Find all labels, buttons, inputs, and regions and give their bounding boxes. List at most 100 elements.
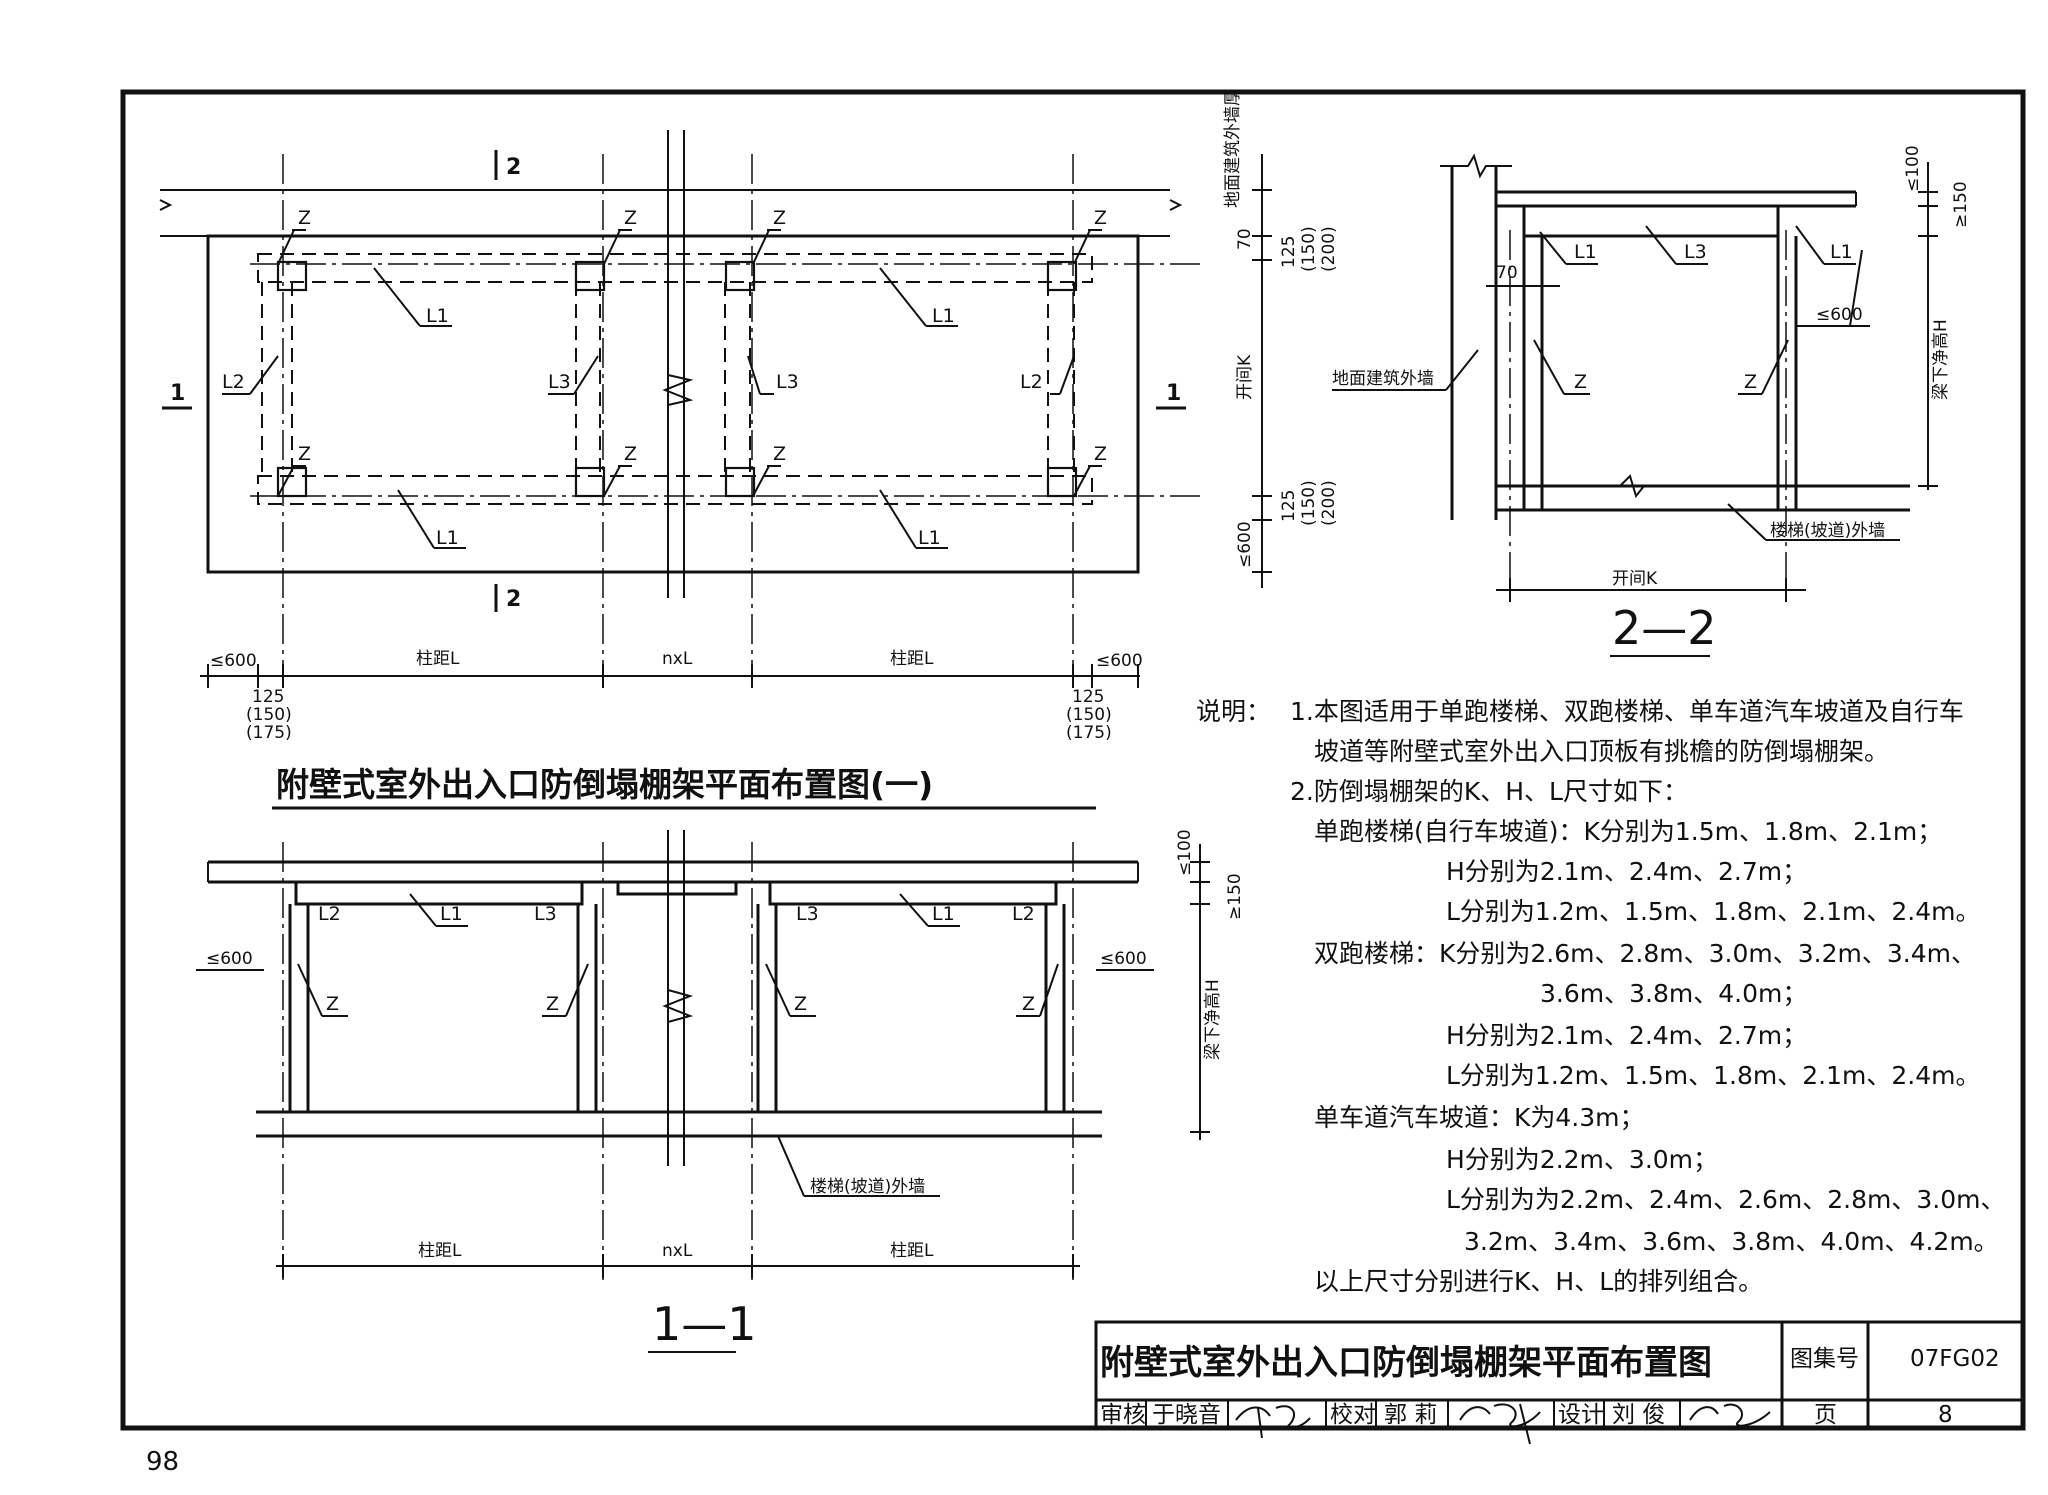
- label-z: Z: [624, 443, 637, 465]
- plan-title: 附壁式室外出入口防倒塌棚架平面布置图(一): [276, 765, 933, 804]
- label-z: Z: [1744, 371, 1757, 393]
- label-z: Z: [1094, 443, 1107, 465]
- dim-150: ≥150: [1225, 873, 1245, 920]
- label-z: Z: [546, 993, 559, 1015]
- dim-150: (150): [1066, 705, 1112, 725]
- label-z: Z: [794, 993, 807, 1015]
- atlas-number: 07FG02: [1910, 1346, 2000, 1372]
- note-line: H分别为2.1m、2.4m、2.7m；: [1446, 857, 1807, 886]
- section-1-1: L2 L1 L3 L3 L1 L2 Z Z Z Z ≤600 ≤600 楼梯(坡…: [196, 829, 1245, 1353]
- title-block: 附壁式室外出入口防倒塌棚架平面布置图 图集号 07FG02 审核 于晓音 校对 …: [1094, 1320, 2025, 1445]
- label-z: Z: [1022, 993, 1035, 1015]
- label-l1: L1: [436, 527, 459, 549]
- label-l3: L3: [534, 903, 557, 925]
- ground-wall-note: 地面建筑外墙: [1332, 369, 1434, 389]
- dim-70: 70: [1496, 263, 1518, 283]
- label-l2: L2: [1012, 903, 1035, 925]
- page-no: 8: [1938, 1402, 1953, 1428]
- plan-z-labels: Z Z Z Z Z Z Z Z: [277, 207, 1107, 497]
- note-line: L分别为1.2m、1.5m、1.8m、2.1m、2.4m。: [1446, 1061, 1981, 1090]
- label-l3: L3: [548, 371, 571, 393]
- sheet-frame: [120, 89, 2026, 1431]
- dim-125: 125: [252, 687, 284, 707]
- label-z: Z: [1574, 371, 1587, 393]
- label-l2: L2: [222, 371, 245, 393]
- review-name: 于晓音: [1152, 1402, 1221, 1428]
- dim-nxl: nxL: [662, 649, 693, 669]
- design-name: 刘 俊: [1612, 1402, 1665, 1428]
- canopy-outline: [206, 234, 1140, 574]
- column-z: [574, 260, 606, 292]
- notes-block: 说明： 1.本图适用于单跑楼梯、双跑楼梯、单车道汽车坡道及自行车 坡道等附壁式室…: [1196, 697, 2006, 1296]
- dim-100: ≤100: [1903, 145, 1923, 192]
- note-line: 坡道等附壁式室外出入口顶板有挑檐的防倒塌棚架。: [1314, 737, 1889, 766]
- dim-125: 125: [1072, 687, 1104, 707]
- label-l1: L1: [932, 903, 955, 925]
- dim-125: 125: [1279, 236, 1299, 268]
- label-z: Z: [298, 207, 311, 229]
- dim-600-right: ≤600: [1100, 949, 1147, 969]
- dim-kaijian-k: 开间K: [1612, 569, 1658, 589]
- review-label: 审核: [1100, 1402, 1146, 1428]
- column-z: [276, 260, 308, 292]
- label-z: Z: [298, 443, 311, 465]
- notes-heading: 说明：: [1196, 697, 1271, 726]
- label-z: Z: [326, 993, 339, 1015]
- dim-600-right: ≤600: [1096, 651, 1143, 671]
- design-label: 设计: [1558, 1402, 1604, 1428]
- note-line: 2.防倒塌棚架的K、H、L尺寸如下：: [1290, 777, 1688, 806]
- dim-200: (200): [1319, 480, 1339, 526]
- label-l3: L3: [776, 371, 799, 393]
- column-z: [574, 466, 606, 498]
- column-z: [1046, 466, 1078, 498]
- label-z: Z: [624, 207, 637, 229]
- label-l1: L1: [426, 305, 449, 327]
- section-1-1-title: 1—1: [652, 1297, 757, 1351]
- dim-175: (175): [246, 723, 292, 743]
- dim-kaijian-k: 开间K: [1235, 354, 1255, 400]
- cut-2-bottom: 2: [506, 587, 521, 612]
- dim-600-left: ≤600: [210, 651, 257, 671]
- label-l1: L1: [1830, 241, 1853, 263]
- column-z: [724, 260, 756, 292]
- dim-nxl: nxL: [662, 1241, 693, 1261]
- note-line: 双跑楼梯：K分别为2.6m、2.8m、3.0m、3.2m、3.4m、: [1314, 939, 1976, 968]
- dim-150: (150): [1299, 480, 1319, 526]
- dim-600: ≤600: [1816, 305, 1863, 325]
- note-line: 以上尺寸分别进行K、H、L的排列组合。: [1314, 1267, 1763, 1296]
- dim-zhuju-l: 柱距L: [890, 1241, 934, 1261]
- label-l2: L2: [1020, 371, 1043, 393]
- title-block-title: 附壁式室外出入口防倒塌棚架平面布置图: [1100, 1343, 1712, 1383]
- label-l1: L1: [918, 527, 941, 549]
- label-l3: L3: [796, 903, 819, 925]
- note-line: 单跑楼梯(自行车坡道)：K分别为1.5m、1.8m、2.1m；: [1314, 817, 1942, 846]
- dim-175: (175): [1066, 723, 1112, 743]
- dim-zhuju-l: 柱距L: [416, 649, 460, 669]
- check-name: 郭 莉: [1384, 1402, 1437, 1428]
- dim-600-left: ≤600: [206, 949, 253, 969]
- atlas-label: 图集号: [1790, 1346, 1859, 1372]
- check-signature: [1459, 1403, 1541, 1445]
- review-signature: [1235, 1405, 1311, 1439]
- note-line: L分别为为2.2m、2.4m、2.6m、2.8m、3.0m、: [1446, 1185, 2006, 1214]
- column-z: [1046, 260, 1078, 292]
- dim-70: 70: [1235, 228, 1255, 250]
- label-l3: L3: [1684, 241, 1707, 263]
- note-line: H分别为2.1m、2.4m、2.7m；: [1446, 1021, 1807, 1050]
- column-z: [724, 466, 756, 498]
- label-z: Z: [773, 443, 786, 465]
- note-line: 3.6m、3.8m、4.0m；: [1540, 979, 1807, 1008]
- stair-wall-note: 楼梯(坡道)外墙: [810, 1177, 925, 1197]
- dim-height-h: 梁下净高H: [1203, 979, 1223, 1060]
- dim-200: (200): [1319, 226, 1339, 272]
- label-l1: L1: [1574, 241, 1597, 263]
- note-line: 单车道汽车坡道：K为4.3m；: [1314, 1103, 1645, 1132]
- beam-L1-top: [257, 253, 1093, 283]
- stair-wall-note: 楼梯(坡道)外墙: [1770, 521, 1885, 541]
- section-2-2-title: 2—2: [1612, 601, 1717, 655]
- label-l1: L1: [440, 903, 463, 925]
- dim-125: 125: [1279, 490, 1299, 522]
- section-2-2: L1 L3 L1 Z Z 70 ≤600 地面建筑外墙 楼梯(坡道)外墙 ≤10…: [1332, 145, 1971, 657]
- cut-1-left: 1: [170, 381, 185, 406]
